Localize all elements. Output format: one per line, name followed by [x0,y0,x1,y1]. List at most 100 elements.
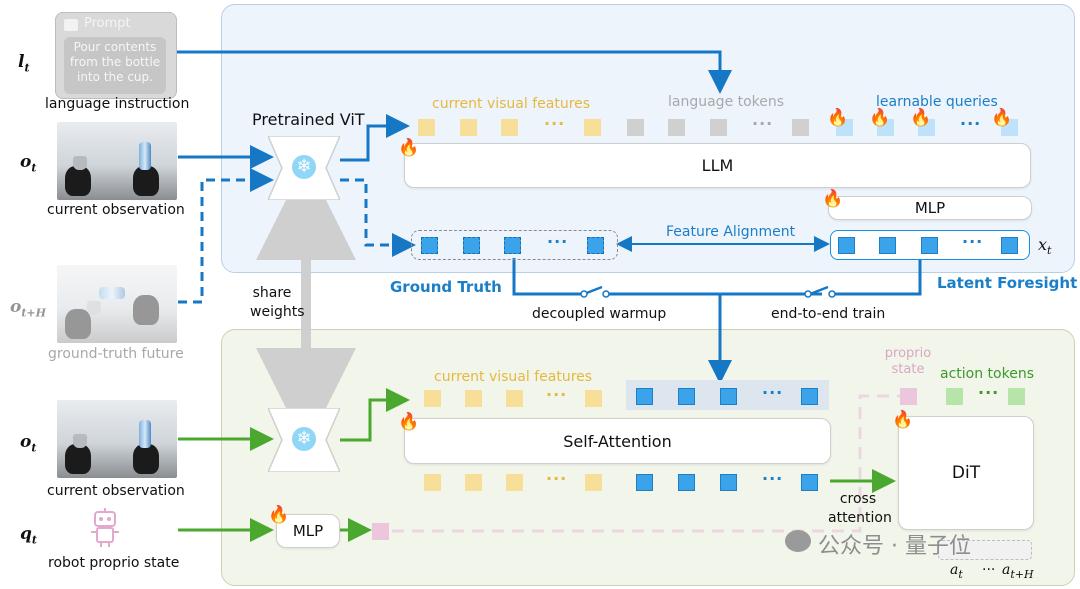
proprio-dashed-line [392,394,900,533]
pretrained-vit-label: Pretrained ViT [252,110,365,129]
bottom-visual-features-label: current visual features [434,369,593,385]
bottom-output-foresight-ellipsis: ··· [762,469,784,488]
watermark: 公众号 · 量子位 [818,534,971,559]
prompt-title: Prompt [84,16,131,31]
robot-icon [88,508,122,548]
wechat-icon [785,530,811,552]
flame-icon: 🔥 [910,108,932,128]
query-token [877,119,894,136]
language-token [627,119,644,136]
action-tokens-label: action tokens [940,366,1034,382]
bottom-output-visual-token [424,474,441,491]
bottom-visual-ellipsis: ··· [546,385,568,404]
q-t-symbol: qt [20,524,37,547]
current-observation-image [57,122,177,200]
bottom-output-visual-token [585,474,602,491]
bottom-vit-to-features-arrow [340,388,410,442]
vit-to-features-arrow [340,114,410,162]
ground-truth-token-group [411,230,618,260]
query-token [836,119,853,136]
bottom-visual-token [424,390,441,407]
bottom-foresight-ellipsis: ··· [762,383,784,402]
robot-proprio-caption: robot proprio state [48,555,180,571]
vit-to-groundtruth-arrow [340,178,416,257]
learnable-queries-label: learnable queries [876,94,998,110]
ground-truth-future-image [57,265,177,343]
end-to-end-train-label: end-to-end train [771,306,886,322]
reasoning-panel [221,4,1075,273]
ground-truth-ellipsis: ··· [547,232,569,251]
vit-encoder-top: ❄ [266,135,342,201]
ground-truth-token [463,237,480,254]
mlp-block-bottom: MLP [276,514,340,548]
a-t-h-symbol: at+H [1002,562,1034,581]
prompt-arrow [176,50,732,94]
bottom-foresight-token [801,388,818,405]
mlp-top-label: MLP [914,199,946,217]
language-token-ellipsis: ··· [752,114,774,133]
dit-block: DiT [898,416,1034,530]
cross-attention-label: cross attention [828,491,892,526]
ground-truth-future-caption: ground-truth future [48,346,184,362]
ground-truth-token [421,237,438,254]
self-attention-label: Self-Attention [563,431,672,451]
foresight-token [879,237,896,254]
self-attention-block: Self-Attention [404,418,831,464]
llm-label: LLM [701,156,734,175]
proprio-embedding-token [372,523,389,540]
output-action-group [938,540,1032,560]
language-tokens-label: language tokens [668,94,785,110]
bottom-output-visual-token [465,474,482,491]
flame-icon: 🔥 [892,410,914,430]
prompt-card: Prompt Pour contents from the bottle int… [55,12,177,99]
snowflake-icon: ❄ [292,427,316,451]
e2e-switch [809,285,829,296]
language-token [668,119,685,136]
feature-alignment-label: Feature Alignment [666,224,796,240]
query-token [1001,119,1018,136]
flame-icon: 🔥 [991,108,1013,128]
language-instruction-caption: language instruction [45,96,190,112]
groundtruth-switch-line [512,258,582,296]
visual-token [501,119,518,136]
bottom-output-foresight-token [720,474,737,491]
language-token [792,119,809,136]
o-t-bottom-symbol: ot [20,432,37,455]
flame-icon: 🔥 [398,412,420,432]
bottom-output-foresight-token [636,474,653,491]
foresight-token [921,237,938,254]
a-ellipsis: ··· [982,562,996,578]
bottom-foresight-token [720,388,737,405]
bottom-current-observation-image [57,400,177,478]
prompt-text: Pour contents from the bottle into the c… [64,37,166,94]
latent-foresight-label: Latent Foresight [937,274,1078,292]
llm-block: LLM [404,143,1031,188]
foresight-token [1001,237,1018,254]
action-token [1008,388,1025,405]
bottom-foresight-token [678,388,695,405]
latent-foresight-line [835,260,922,296]
bottom-output-foresight-token [678,474,695,491]
o-t-symbol: ot [20,152,37,175]
foresight-ellipsis: ··· [962,232,984,251]
ground-truth-label: Ground Truth [390,278,502,296]
bottom-visual-token [465,390,482,407]
mlp-bottom-label: MLP [292,522,324,540]
visual-token [584,119,601,136]
bottom-visual-token [585,390,602,407]
query-token [918,119,935,136]
snowflake-icon: ❄ [292,155,316,179]
query-token-ellipsis: ··· [960,114,982,133]
proprio-state-label: proprio state [884,346,932,377]
flame-icon: 🔥 [822,189,844,209]
flame-icon: 🔥 [869,108,891,128]
vit-encoder-bottom: ❄ [266,407,342,473]
dit-label: DiT [951,463,981,483]
bottom-current-observation-caption: current observation [47,483,185,499]
ground-truth-token [587,237,604,254]
o-future-symbol: ot+H [10,297,47,320]
x-t-symbol: xt [1038,235,1052,258]
foresight-token [838,237,855,254]
action-token [946,388,963,405]
